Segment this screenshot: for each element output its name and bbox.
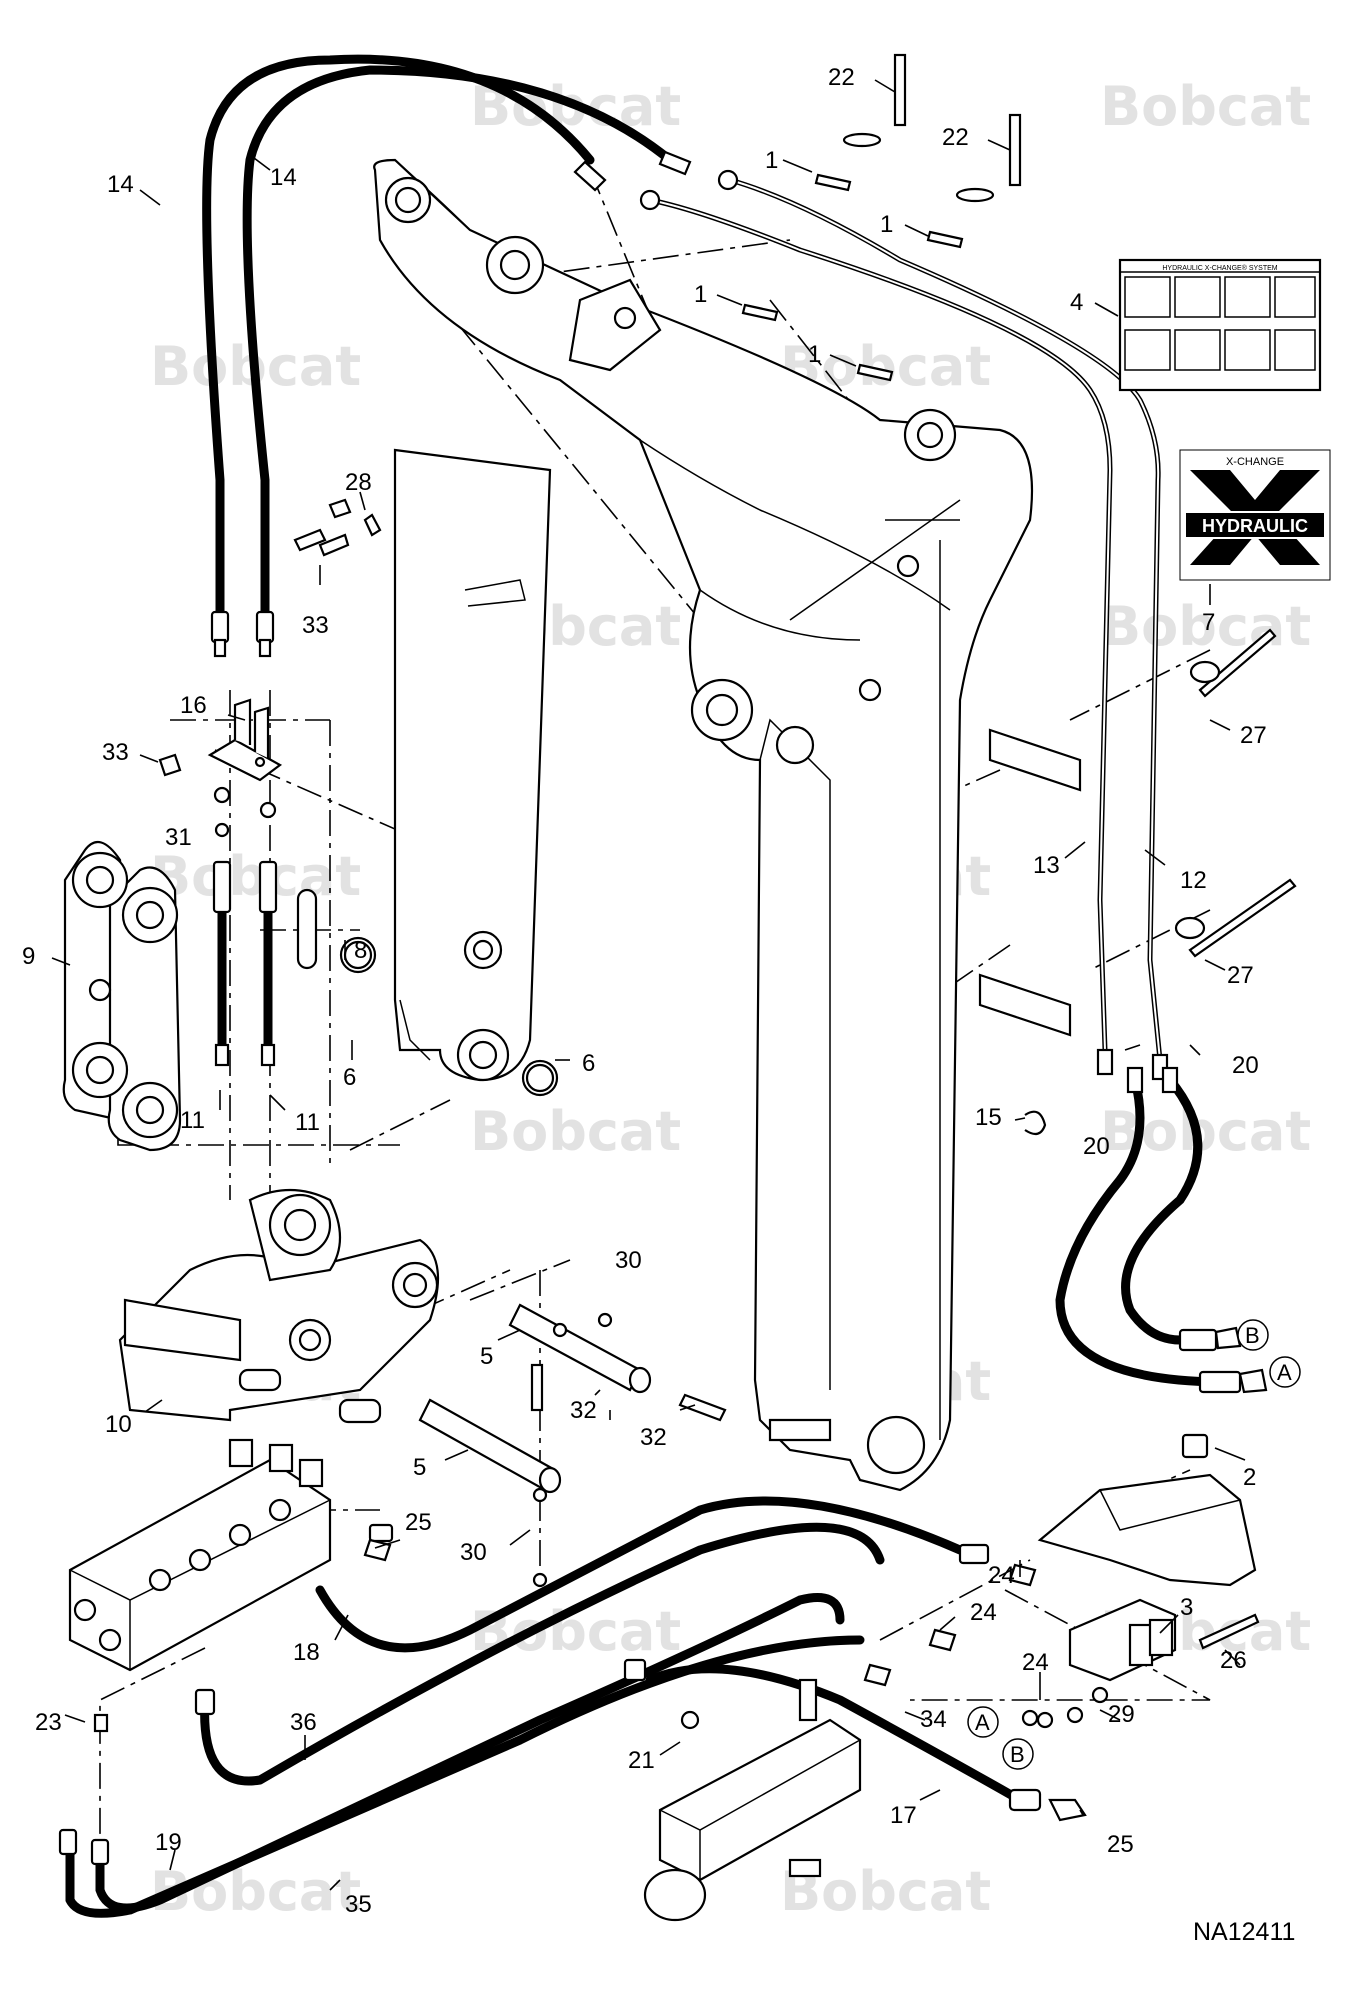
fasteners <box>158 498 559 1097</box>
boom <box>373 158 1034 1492</box>
callout-label: 17 <box>890 1802 917 1829</box>
callout-label: 10 <box>105 1411 132 1438</box>
callout-label: 34 <box>920 1706 947 1733</box>
arm <box>393 448 552 1082</box>
hose-35 <box>65 1635 865 1918</box>
callout-label: 23 <box>35 1709 62 1736</box>
callout-label: 7 <box>1202 609 1215 636</box>
port-references: B A A B <box>967 1319 1301 1770</box>
callout-labels: 1 1 1 1 2 3 4 5 5 6 6 7 8 9 10 11 11 12 … <box>22 64 1267 1918</box>
callout-label: 18 <box>293 1639 320 1666</box>
hose-36 <box>200 1522 885 1786</box>
callout-label: 26 <box>1220 1647 1247 1674</box>
callout-label: 6 <box>582 1050 595 1077</box>
callout-label: 30 <box>615 1247 642 1274</box>
callout-label: 31 <box>165 824 192 851</box>
watermark: Bobcat <box>150 845 361 908</box>
leader-lines <box>51 79 1246 1891</box>
callout-label: 25 <box>1107 1831 1134 1858</box>
callout-label: 24 <box>1022 1649 1049 1676</box>
callout-label: 5 <box>413 1454 426 1481</box>
callout-label: 20 <box>1232 1052 1259 1079</box>
callout-label: 27 <box>1240 722 1267 749</box>
callout-label: 25 <box>405 1509 432 1536</box>
clamps-and-clips <box>741 53 1297 1136</box>
hose-14-pair <box>202 54 692 658</box>
callout-label: 22 <box>942 124 969 151</box>
bracket-16 <box>207 698 283 782</box>
callout-label: 2 <box>1243 1464 1256 1491</box>
callout-label: 33 <box>302 612 329 639</box>
callout-label: 19 <box>155 1829 182 1856</box>
watermark: Bobcat <box>1100 75 1311 138</box>
watermark: Bobcat <box>1100 595 1311 658</box>
port-ref: B <box>1245 1323 1260 1348</box>
callout-label: 1 <box>808 341 821 368</box>
boom-body <box>373 158 1034 1492</box>
callout-label: 20 <box>1083 1133 1110 1160</box>
link-9 <box>62 840 182 1152</box>
callout-label: 1 <box>765 147 778 174</box>
callout-label: 8 <box>354 937 367 964</box>
callout-label: 13 <box>1033 852 1060 879</box>
callout-label: 21 <box>628 1747 655 1774</box>
hose-11-pair <box>212 860 278 1067</box>
port-ref: A <box>975 1710 990 1735</box>
callout-label: 32 <box>640 1424 667 1451</box>
decal-7-top: X-CHANGE <box>1226 456 1284 468</box>
callout-label: 22 <box>828 64 855 91</box>
callout-label: 32 <box>570 1397 597 1424</box>
callout-label: 1 <box>694 281 707 308</box>
drawing-code: NA12411 <box>1193 1918 1295 1946</box>
callout-label: 27 <box>1227 962 1254 989</box>
callout-label: 14 <box>270 164 297 191</box>
decal-7: X-CHANGE HYDRAULIC <box>1179 449 1331 581</box>
callout-label: 24 <box>970 1599 997 1626</box>
lower-hoses <box>58 1496 1087 1918</box>
callout-label: 5 <box>480 1343 493 1370</box>
callout-label: 11 <box>180 1107 205 1134</box>
hose-20-pair <box>1055 1066 1268 1394</box>
hose-18 <box>315 1496 965 1653</box>
callout-label: 3 <box>1180 1594 1193 1621</box>
callout-label: 28 <box>345 469 372 496</box>
callout-label: 9 <box>22 943 35 970</box>
decal-7-band: HYDRAULIC <box>1202 516 1308 536</box>
solenoid-valve-3 <box>363 1538 1260 1729</box>
callout-label: 11 <box>295 1109 320 1136</box>
callout-label: 30 <box>460 1539 487 1566</box>
callout-label: 33 <box>102 739 129 766</box>
decal-4-title: HYDRAULIC X-CHANGE® SYSTEM <box>1162 264 1277 272</box>
hose-17 <box>645 1664 1025 1805</box>
pins-5 <box>418 1303 727 1588</box>
arm-body <box>393 448 552 1082</box>
port-ref: B <box>1010 1742 1025 1767</box>
callout-label: 29 <box>1108 1701 1135 1728</box>
callout-label: 24 <box>988 1562 1015 1589</box>
callout-label: 6 <box>343 1064 356 1091</box>
callout-label: 4 <box>1070 289 1083 316</box>
callout-label: 14 <box>107 171 134 198</box>
control-valve <box>68 1438 394 1672</box>
tubes-12-13 <box>639 169 1169 1081</box>
callout-label: 15 <box>975 1104 1002 1131</box>
callout-label: 35 <box>345 1891 372 1918</box>
callout-label: 36 <box>290 1709 317 1736</box>
pedal-2 <box>1037 1433 1257 1587</box>
coupler-10 <box>118 1188 440 1424</box>
decal-4: HYDRAULIC X-CHANGE® SYSTEM <box>1118 258 1322 392</box>
callout-label: 12 <box>1180 867 1207 894</box>
watermark: Bobcat <box>470 1100 681 1163</box>
valve-21 <box>643 1678 862 1922</box>
callout-label: 1 <box>880 211 893 238</box>
callout-label: 16 <box>180 692 207 719</box>
port-ref: A <box>1277 1360 1292 1385</box>
